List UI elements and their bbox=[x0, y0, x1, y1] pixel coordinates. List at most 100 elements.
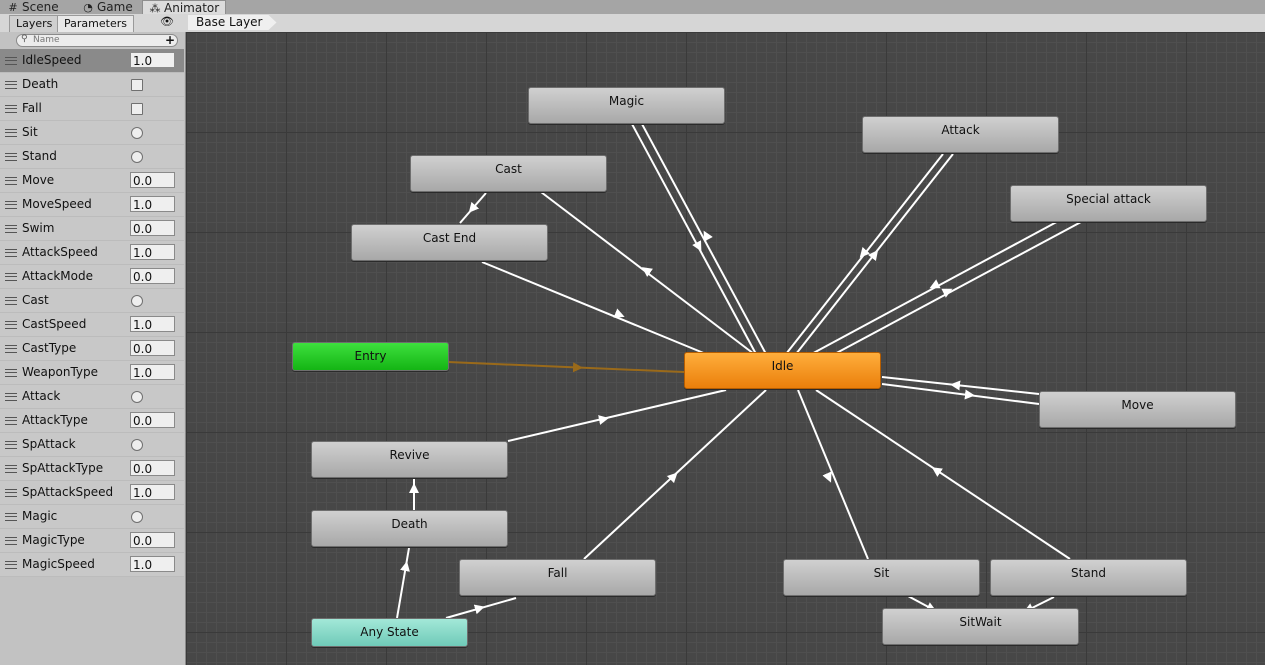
search-input[interactable]: ⚲ Name bbox=[16, 34, 178, 47]
parameter-trigger-radio[interactable] bbox=[131, 439, 143, 451]
drag-handle-icon[interactable] bbox=[5, 489, 17, 497]
state-idle[interactable]: Idle bbox=[684, 352, 881, 389]
state-magic[interactable]: Magic bbox=[528, 87, 725, 124]
drag-handle-icon[interactable] bbox=[5, 57, 17, 65]
transition-fall-idle[interactable] bbox=[583, 389, 767, 560]
transition-any-fall[interactable] bbox=[445, 597, 517, 619]
parameter-row[interactable]: Stand bbox=[0, 145, 184, 169]
parameter-value-field[interactable]: 1.0 bbox=[130, 364, 175, 380]
transition-stand-idle[interactable] bbox=[815, 389, 1071, 560]
drag-handle-icon[interactable] bbox=[5, 153, 17, 161]
state-sit-wait[interactable]: SitWait bbox=[882, 608, 1079, 645]
transition-idle-attack[interactable] bbox=[795, 153, 954, 355]
parameter-value-field[interactable]: 0.0 bbox=[130, 172, 175, 188]
state-fall[interactable]: Fall bbox=[459, 559, 656, 596]
state-attack[interactable]: Attack bbox=[862, 116, 1059, 153]
tab-parameters[interactable]: Parameters bbox=[57, 15, 134, 33]
tab-game[interactable]: ◔Game bbox=[82, 0, 133, 14]
parameter-row[interactable]: Attack bbox=[0, 385, 184, 409]
state-death[interactable]: Death bbox=[311, 510, 508, 547]
state-cast-end[interactable]: Cast End bbox=[351, 224, 548, 261]
drag-handle-icon[interactable] bbox=[5, 105, 17, 113]
state-revive[interactable]: Revive bbox=[311, 441, 508, 478]
parameter-value-field[interactable]: 1.0 bbox=[130, 316, 175, 332]
parameter-value-field[interactable]: 1.0 bbox=[130, 196, 175, 212]
parameter-value-field[interactable]: 0.0 bbox=[130, 412, 175, 428]
transition-revive-idle[interactable] bbox=[507, 389, 727, 442]
state-special-attack[interactable]: Special attack bbox=[1010, 185, 1207, 222]
tab-scene[interactable]: #Scene bbox=[7, 0, 58, 14]
parameter-trigger-radio[interactable] bbox=[131, 391, 143, 403]
breadcrumb[interactable]: Base Layer bbox=[188, 15, 277, 30]
drag-handle-icon[interactable] bbox=[5, 81, 17, 89]
parameter-row[interactable]: SpAttack bbox=[0, 433, 184, 457]
state-move[interactable]: Move bbox=[1039, 391, 1236, 428]
transition-special-idle[interactable] bbox=[805, 217, 1065, 358]
parameter-row[interactable]: Fall bbox=[0, 97, 184, 121]
drag-handle-icon[interactable] bbox=[5, 561, 17, 569]
eye-icon[interactable]: 👁 bbox=[160, 15, 174, 28]
drag-handle-icon[interactable] bbox=[5, 177, 17, 185]
parameter-value-field[interactable]: 0.0 bbox=[130, 460, 175, 476]
graph-canvas[interactable]: Magic Attack Cast Special attack Cast En… bbox=[186, 32, 1265, 665]
parameter-trigger-radio[interactable] bbox=[131, 127, 143, 139]
transition-magic-idle[interactable] bbox=[631, 123, 757, 355]
add-parameter-button[interactable]: + bbox=[165, 33, 176, 47]
drag-handle-icon[interactable] bbox=[5, 537, 17, 545]
drag-handle-icon[interactable] bbox=[5, 345, 17, 353]
parameter-value-field[interactable]: 0.0 bbox=[130, 220, 175, 236]
state-any-state[interactable]: Any State bbox=[311, 618, 468, 647]
state-entry[interactable]: Entry bbox=[292, 342, 449, 371]
drag-handle-icon[interactable] bbox=[5, 129, 17, 137]
parameter-value-field[interactable]: 0.0 bbox=[130, 268, 175, 284]
parameter-value-field[interactable]: 0.0 bbox=[130, 340, 175, 356]
parameter-value-field[interactable]: 1.0 bbox=[130, 556, 175, 572]
parameter-trigger-radio[interactable] bbox=[131, 511, 143, 523]
parameter-trigger-radio[interactable] bbox=[131, 295, 143, 307]
drag-handle-icon[interactable] bbox=[5, 201, 17, 209]
drag-handle-icon[interactable] bbox=[5, 393, 17, 401]
parameter-value-field[interactable]: 1.0 bbox=[130, 52, 175, 68]
parameter-row[interactable]: Death bbox=[0, 73, 184, 97]
drag-handle-icon[interactable] bbox=[5, 225, 17, 233]
parameter-value-field[interactable]: 1.0 bbox=[130, 244, 175, 260]
tab-layers[interactable]: Layers bbox=[9, 15, 60, 33]
parameter-value-field[interactable]: 0.0 bbox=[130, 532, 175, 548]
drag-handle-icon[interactable] bbox=[5, 273, 17, 281]
drag-handle-icon[interactable] bbox=[5, 321, 17, 329]
parameter-row[interactable]: Sit bbox=[0, 121, 184, 145]
drag-handle-icon[interactable] bbox=[5, 513, 17, 521]
parameter-checkbox[interactable] bbox=[131, 103, 143, 115]
parameter-value-field[interactable]: 1.0 bbox=[130, 484, 175, 500]
parameter-trigger-radio[interactable] bbox=[131, 151, 143, 163]
parameter-row[interactable]: Magic bbox=[0, 505, 184, 529]
transition-cast-castend[interactable] bbox=[459, 192, 487, 224]
drag-handle-icon[interactable] bbox=[5, 465, 17, 473]
drag-handle-icon[interactable] bbox=[5, 369, 17, 377]
state-cast[interactable]: Cast bbox=[410, 155, 607, 192]
drag-handle-icon[interactable] bbox=[5, 297, 17, 305]
transition-any-death[interactable] bbox=[396, 547, 410, 619]
drag-handle-icon[interactable] bbox=[5, 249, 17, 257]
transition-castend-idle[interactable] bbox=[481, 261, 707, 355]
parameter-checkbox[interactable] bbox=[131, 79, 143, 91]
drag-handle-icon[interactable] bbox=[5, 441, 17, 449]
state-sit[interactable]: Sit bbox=[783, 559, 980, 596]
transition-idle-special[interactable] bbox=[815, 221, 1082, 365]
state-stand[interactable]: Stand bbox=[990, 559, 1187, 596]
transition-idle-magic[interactable] bbox=[641, 123, 767, 355]
tab-animator[interactable]: ⁂Animator bbox=[142, 0, 227, 15]
transition-idle-move[interactable] bbox=[881, 383, 1040, 405]
